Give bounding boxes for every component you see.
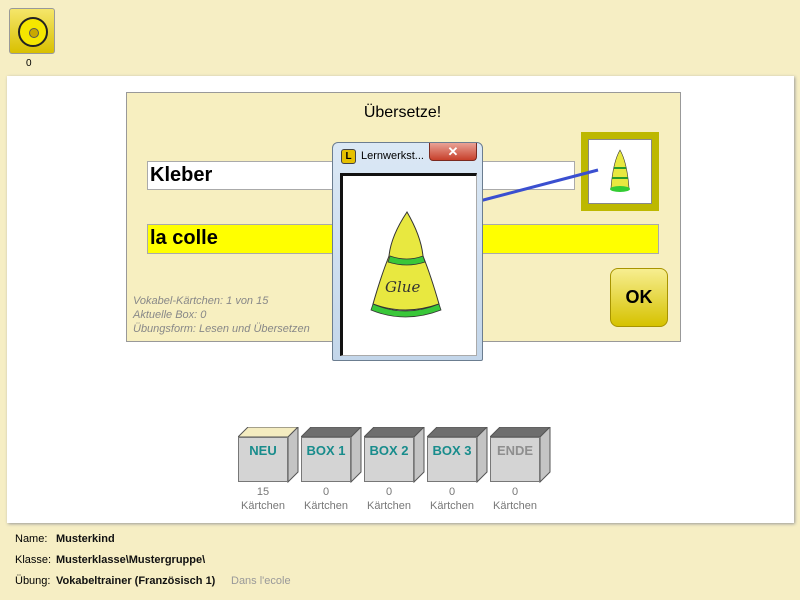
info-exercise-type: Übungsform: Lesen und Übersetzen [133, 323, 310, 335]
box-count-value: 0 [511, 486, 519, 498]
box-box-1[interactable]: BOX 1 [301, 427, 363, 483]
box-count-unit: Kärtchen [429, 500, 475, 512]
glue-image-icon: Glue [370, 211, 442, 318]
popup-image: Glue [340, 173, 477, 356]
box-count-unit: Kärtchen [492, 500, 538, 512]
box-count-value: 0 [385, 486, 393, 498]
exercise-title: Übersetze! [363, 104, 442, 121]
box-shape-icon [490, 427, 551, 483]
exercise-value: Vokabeltrainer (Französisch 1) [56, 575, 216, 587]
box-count-unit: Kärtchen [303, 500, 349, 512]
box-box-3[interactable]: BOX 3 [427, 427, 489, 483]
box-label: ENDE [490, 437, 540, 482]
box-shape-icon [427, 427, 488, 483]
glue-label: Glue [385, 278, 420, 296]
box-count-unit: Kärtchen [366, 500, 412, 512]
box-label: BOX 1 [301, 437, 351, 482]
app-icon: L [341, 149, 356, 164]
image-popup-window[interactable]: L Lernwerkst... ✕ Glue [332, 142, 483, 361]
class-value: Musterklasse\Mustergruppe\ [56, 554, 206, 566]
box-label: BOX 3 [427, 437, 477, 482]
image-thumbnail[interactable] [581, 132, 659, 211]
box-count-value: 15 [256, 486, 270, 498]
box-box-2[interactable]: BOX 2 [364, 427, 426, 483]
glue-thumbnail-icon [610, 149, 630, 192]
box-ende[interactable]: ENDE [490, 427, 552, 483]
box-shape-icon [301, 427, 362, 483]
box-shape-icon [238, 427, 299, 483]
box-neu[interactable]: NEU [238, 427, 300, 483]
box-count-unit: Kärtchen [240, 500, 286, 512]
toolbar-count: 0 [26, 58, 32, 69]
exercise-label: Übung: [15, 575, 51, 587]
box-label: NEU [238, 437, 288, 482]
lesson-value: Dans l'ecole [231, 575, 291, 587]
record-button[interactable] [9, 8, 55, 54]
disc-icon [18, 17, 48, 47]
ok-button[interactable]: OK [610, 268, 668, 327]
close-button[interactable]: ✕ [429, 143, 477, 161]
box-count-value: 0 [322, 486, 330, 498]
popup-title: Lernwerkst... [361, 150, 424, 162]
box-label: BOX 2 [364, 437, 414, 482]
info-current-box: Aktuelle Box: 0 [133, 309, 207, 321]
info-card-count: Vokabel-Kärtchen: 1 von 15 [133, 295, 269, 307]
name-label: Name: [15, 533, 48, 545]
name-value: Musterkind [56, 533, 115, 545]
box-count-value: 0 [448, 486, 456, 498]
class-label: Klasse: [15, 554, 52, 566]
